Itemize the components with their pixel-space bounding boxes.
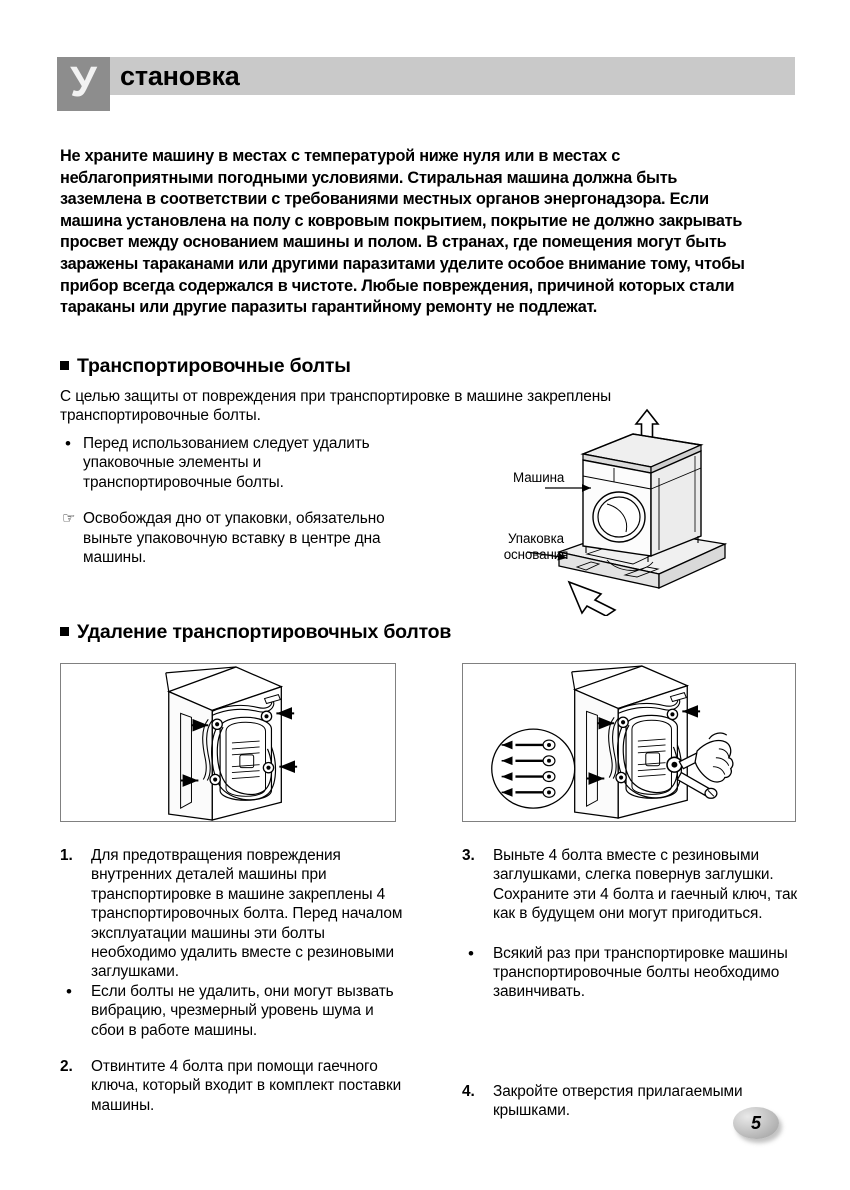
transit-bolt-heads bbox=[615, 708, 679, 784]
diagram-label-base-packaging-line2: основания bbox=[503, 547, 569, 562]
diagram-label-base-packaging: Упаковка основания bbox=[497, 531, 575, 563]
list-item-text: Перед использованием следует удалить упа… bbox=[83, 435, 370, 491]
header-bar bbox=[57, 57, 795, 95]
step-text: Закройте отверстия прилагаемыми крышками… bbox=[493, 1082, 743, 1120]
transit-bolts-bullet-list: • Перед использованием следует удалить у… bbox=[62, 434, 392, 584]
page-number-badge: 5 bbox=[733, 1107, 781, 1142]
step-text: Если болты не удалить, они могут вызвать… bbox=[91, 982, 394, 1039]
leader-line-base-packaging bbox=[526, 551, 568, 561]
square-bullet-icon bbox=[60, 361, 69, 370]
square-bullet-icon bbox=[60, 627, 69, 636]
section-heading-bolt-removal: Удаление транспортировочных болтов bbox=[60, 621, 451, 644]
step-item: • Если болты не удалить, они могут вызва… bbox=[60, 982, 405, 1040]
bullet-dot-icon: • bbox=[468, 943, 474, 963]
step-item: 4. Закройте отверстия прилагаемыми крышк… bbox=[462, 1082, 807, 1121]
bolt-indicator-arrows bbox=[180, 707, 298, 787]
steps-column-right: 3. Выньте 4 болта вместе с резиновыми за… bbox=[462, 846, 807, 1121]
step-number: 4. bbox=[462, 1082, 475, 1100]
step-number: 2. bbox=[60, 1058, 73, 1076]
step-text: Для предотвращения повреждения внутренни… bbox=[91, 847, 403, 981]
illustration-rear-bolts bbox=[60, 663, 396, 822]
section-heading-text: Транспортировочные болты bbox=[77, 355, 351, 377]
list-item: • Перед использованием следует удалить у… bbox=[62, 434, 392, 492]
step-number: 1. bbox=[60, 847, 73, 864]
list-item: ☞ Освобождая дно от упаковки, обязательн… bbox=[62, 509, 392, 567]
section-heading-text: Удаление транспортировочных болтов bbox=[77, 621, 452, 643]
list-item-text: Освобождая дно от упаковки, обязательно … bbox=[83, 510, 385, 567]
page-number-ellipse bbox=[733, 1107, 779, 1139]
step-number: 3. bbox=[462, 847, 475, 864]
washing-machine-shape bbox=[580, 433, 704, 562]
steps-column-left: 1. Для предотвращения повреждения внутре… bbox=[60, 846, 405, 1115]
transit-bolts-intro-text: С целью защиты от повреждения при трансп… bbox=[60, 388, 612, 424]
bullet-dot-icon: • bbox=[65, 434, 71, 453]
machine-rear-shape bbox=[571, 665, 701, 819]
machine-base-packaging-diagram bbox=[487, 404, 787, 616]
page-number-text: 5 bbox=[750, 1113, 761, 1133]
step-item: 3. Выньте 4 болта вместе с резиновыми за… bbox=[462, 846, 807, 924]
step-item: • Всякий раз при транспортировке машины … bbox=[462, 944, 807, 1002]
pointing-hand-icon: ☞ bbox=[62, 510, 76, 528]
illustration-bolt-removal-wrench bbox=[462, 663, 796, 822]
bullet-dot-icon: • bbox=[66, 981, 72, 1001]
step-text: Выньте 4 болта вместе с резиновыми заглу… bbox=[493, 847, 798, 923]
step-item: 1. Для предотвращения повреждения внутре… bbox=[60, 846, 405, 982]
intro-paragraph: Не храните машину в местах с температуро… bbox=[60, 147, 745, 317]
diagram-label-machine: Машина bbox=[513, 470, 565, 485]
diagram-label-base-packaging-line1: Упаковка bbox=[508, 531, 564, 546]
pull-out-arrow-icon bbox=[567, 580, 617, 616]
page-header: У становка bbox=[57, 57, 795, 111]
hand-with-wrench bbox=[666, 732, 734, 799]
section-heading-transit-bolts: Транспортировочные болты bbox=[60, 355, 351, 378]
step-text: Отвинтите 4 болта при помощи гаечного кл… bbox=[91, 1058, 402, 1114]
step-text: Всякий раз при транспортировке машины тр… bbox=[493, 944, 788, 1001]
transit-bolt-heads bbox=[209, 710, 275, 786]
bolt-indicator-arrows bbox=[586, 705, 701, 785]
header-badge-letter: У bbox=[57, 57, 110, 111]
step-item: 2. Отвинтите 4 болта при помощи гаечного… bbox=[60, 1057, 405, 1115]
page-title: становка bbox=[120, 61, 240, 91]
bolts-inset bbox=[491, 728, 576, 809]
machine-rear-shape bbox=[165, 666, 298, 821]
